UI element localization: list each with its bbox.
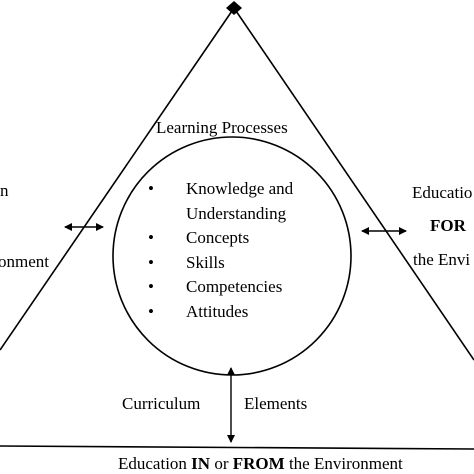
left-label-bottom: onment	[0, 252, 49, 271]
elements-label: Elements	[244, 394, 308, 413]
base-label-from: FROM	[232, 454, 285, 473]
bullet-text: Understanding	[186, 203, 287, 223]
base-label-part3: or	[210, 454, 233, 473]
learning-processes-heading: Learning Processes	[156, 118, 288, 137]
base-label-part5: the Environment	[284, 454, 403, 473]
bullet-text: Knowledge and	[186, 179, 294, 198]
triangle-right-side	[233, 7, 474, 361]
bullet-item: • Competencies	[148, 275, 293, 300]
bullet-dot-icon: •	[148, 228, 154, 247]
bullet-item: • Concepts	[148, 226, 293, 251]
base-label: Education IN or FROM the Environment	[118, 454, 403, 474]
bullet-text: Skills	[186, 252, 225, 272]
bullet-item: • Attitudes	[148, 300, 293, 325]
base-label-part1: Education	[118, 454, 192, 473]
bullet-dot-icon: •	[148, 252, 154, 272]
apex-diamond	[226, 1, 242, 15]
base-label-in: IN	[191, 454, 211, 473]
triangle-base	[0, 445, 474, 450]
bullet-text: Attitudes	[186, 301, 249, 321]
bullet-dot-icon: •	[148, 301, 154, 321]
bullet-dot-icon: •	[148, 179, 154, 198]
bullet-item: • Skills	[148, 251, 293, 276]
right-label-line2: FOR	[430, 216, 466, 235]
triangle-left-side	[0, 7, 235, 351]
right-label-line1: Educatio	[412, 183, 473, 202]
bullet-text: Competencies	[186, 277, 283, 296]
left-label-top: n	[0, 181, 9, 200]
curriculum-label: Curriculum	[122, 394, 201, 413]
right-label-line3: the Envi	[413, 250, 471, 269]
bullet-text: Concepts	[186, 228, 250, 247]
bullet-dot-icon: •	[148, 277, 154, 296]
